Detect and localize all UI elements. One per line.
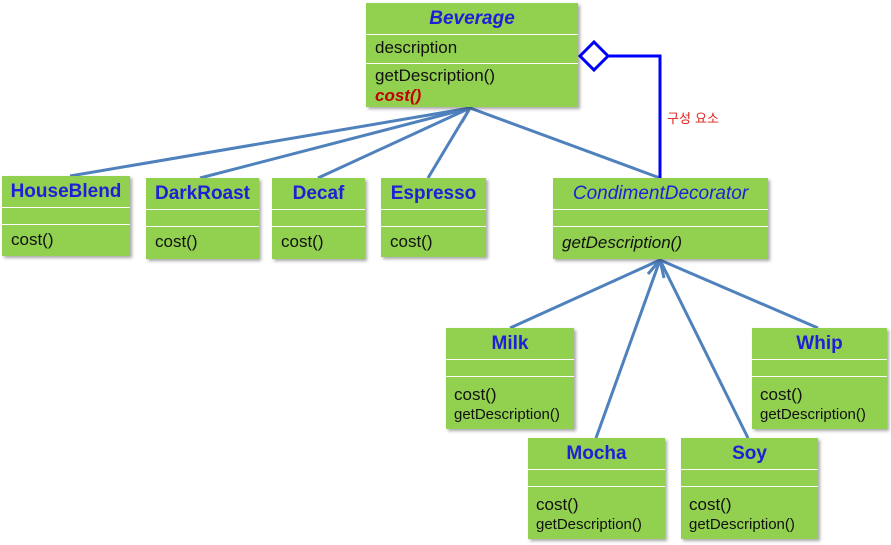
class-beverage: Beverage description getDescription() co… (366, 3, 578, 107)
class-name: CondimentDecorator (572, 182, 749, 204)
attributes-section (553, 209, 768, 226)
method: getDescription() (536, 516, 642, 533)
class-name: Whip (796, 332, 843, 354)
attributes-section (381, 209, 486, 226)
inheritance-line-houseblend (69, 106, 471, 178)
method: getDescription() (454, 406, 560, 423)
method: getDescription() (760, 406, 866, 423)
attribute: description (375, 38, 458, 57)
method: getDescription() (562, 233, 682, 252)
class-houseblend: HouseBlend cost() (2, 176, 130, 256)
inheritance-line-decaf (317, 106, 471, 180)
class-name: Decaf (292, 182, 345, 204)
attributes-section (528, 469, 665, 486)
methods-section: cost() (2, 224, 130, 256)
inheritance-line-mocha (594, 259, 662, 439)
method: cost() (536, 495, 579, 514)
composition-line (608, 54, 662, 178)
method: cost() (454, 385, 497, 404)
method: cost() (390, 232, 433, 251)
method: cost() (11, 230, 54, 249)
class-name: Soy (732, 442, 767, 464)
attributes-section (2, 207, 130, 224)
methods-section: cost() getDescription() (528, 486, 665, 539)
class-whip: Whip cost() getDescription() (752, 328, 887, 429)
class-name: Beverage (429, 7, 515, 29)
methods-section: getDescription() (553, 226, 768, 259)
class-decaf: Decaf cost() (272, 178, 365, 259)
class-name: Mocha (566, 442, 627, 464)
class-condiment-decorator: CondimentDecorator getDescription() (553, 178, 768, 259)
inheritance-line-whip (659, 258, 819, 330)
methods-section: cost() getDescription() (681, 486, 818, 539)
inheritance-line-darkroast (199, 106, 471, 180)
composition-label: 구성 요소 (667, 112, 719, 127)
attributes-section: description (366, 34, 578, 63)
method: getDescription() (375, 66, 495, 85)
inheritance-line-condiment-decorator (469, 106, 661, 180)
class-name: Espresso (390, 182, 477, 204)
methods-section: cost() (146, 226, 259, 259)
class-espresso: Espresso cost() (381, 178, 486, 257)
method: getDescription() (689, 516, 795, 533)
attributes-section (272, 209, 365, 226)
abstract-method: cost() (375, 86, 422, 105)
class-name: Milk (491, 332, 529, 354)
inheritance-arrowhead-decorator (646, 256, 666, 279)
method: cost() (760, 385, 803, 404)
class-name: HouseBlend (10, 180, 122, 202)
methods-section: cost() (272, 226, 365, 259)
inheritance-line-milk (509, 258, 661, 330)
attributes-section (752, 359, 887, 376)
composition-diamond (577, 39, 611, 73)
attributes-section (446, 359, 574, 376)
inheritance-line-soy (658, 259, 750, 439)
methods-section: getDescription() cost() (366, 63, 578, 107)
class-name: DarkRoast (154, 182, 251, 204)
class-darkroast: DarkRoast cost() (146, 178, 259, 259)
methods-section: cost() getDescription() (752, 376, 887, 429)
method: cost() (155, 232, 198, 251)
attributes-section (681, 469, 818, 486)
inheritance-arrowhead-beverage (453, 105, 474, 123)
method: cost() (281, 232, 324, 251)
method: cost() (689, 495, 732, 514)
class-milk: Milk cost() getDescription() (446, 328, 574, 429)
class-soy: Soy cost() getDescription() (681, 438, 818, 539)
methods-section: cost() getDescription() (446, 376, 574, 429)
methods-section: cost() (381, 226, 486, 257)
class-mocha: Mocha cost() getDescription() (528, 438, 665, 539)
attributes-section (146, 209, 259, 226)
